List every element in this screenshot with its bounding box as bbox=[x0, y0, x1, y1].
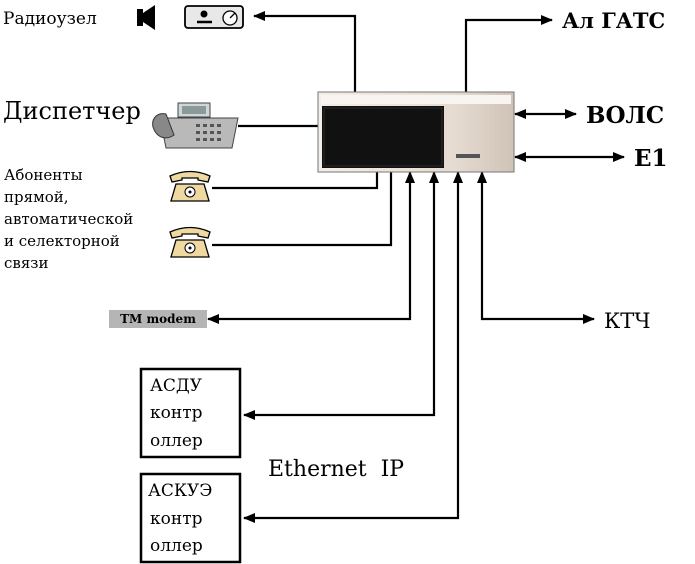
ethernet-ip-label: Ethernet IP bbox=[268, 457, 404, 482]
dispatcher-label: Диспетчер bbox=[3, 97, 141, 125]
askue-label-line-2: контр bbox=[150, 509, 203, 529]
equipment-panel bbox=[322, 106, 444, 168]
subscriber-link-1 bbox=[212, 170, 379, 190]
askue-label-line-3: оллер bbox=[150, 536, 203, 556]
e1-label: E1 bbox=[634, 145, 668, 172]
connections bbox=[207, 11, 625, 523]
desk-phone-icon bbox=[152, 102, 239, 149]
telephone-icon bbox=[169, 170, 211, 202]
central-equipment bbox=[317, 91, 515, 173]
askue-label-line-1: АСКУЭ bbox=[148, 481, 212, 501]
subscribers-label-line-4: и селекторной bbox=[4, 232, 120, 250]
asdu-link bbox=[243, 171, 439, 420]
asdu-controller-box bbox=[139, 367, 242, 459]
ktch-label: КТЧ bbox=[604, 309, 651, 333]
al-gats-link bbox=[464, 15, 553, 92]
radio-link bbox=[253, 11, 357, 92]
subscriber-link-2 bbox=[212, 170, 393, 247]
tm-modem-box bbox=[109, 310, 207, 328]
radio-node-device bbox=[184, 5, 244, 29]
al-gats-label: Ал ГАТС bbox=[562, 8, 665, 33]
radio-label: Радиоузел bbox=[3, 9, 97, 29]
telephone-icon bbox=[169, 226, 211, 258]
asdu-label-line-1: АСДУ bbox=[150, 376, 203, 396]
vols-label: ВОЛС bbox=[586, 102, 664, 129]
subscribers-label-line-2: прямой, bbox=[4, 188, 69, 206]
asdu-label-line-2: контр bbox=[150, 403, 203, 423]
subscribers-label-line-5: связи bbox=[4, 254, 49, 272]
subscribers-label-line-3: автоматической bbox=[4, 210, 133, 228]
speaker-icon bbox=[137, 5, 155, 30]
subscribers-label: Абоненты прямой, автоматической и селект… bbox=[4, 166, 133, 272]
equipment-logo bbox=[456, 154, 480, 158]
askue-controller-box bbox=[139, 472, 242, 564]
subscribers-label-line-1: Абоненты bbox=[4, 166, 83, 184]
ktch-link bbox=[477, 171, 595, 324]
asdu-label-line-3: оллер bbox=[150, 431, 203, 451]
tm-modem-label: TM modem bbox=[120, 312, 196, 326]
askue-link bbox=[243, 171, 463, 523]
